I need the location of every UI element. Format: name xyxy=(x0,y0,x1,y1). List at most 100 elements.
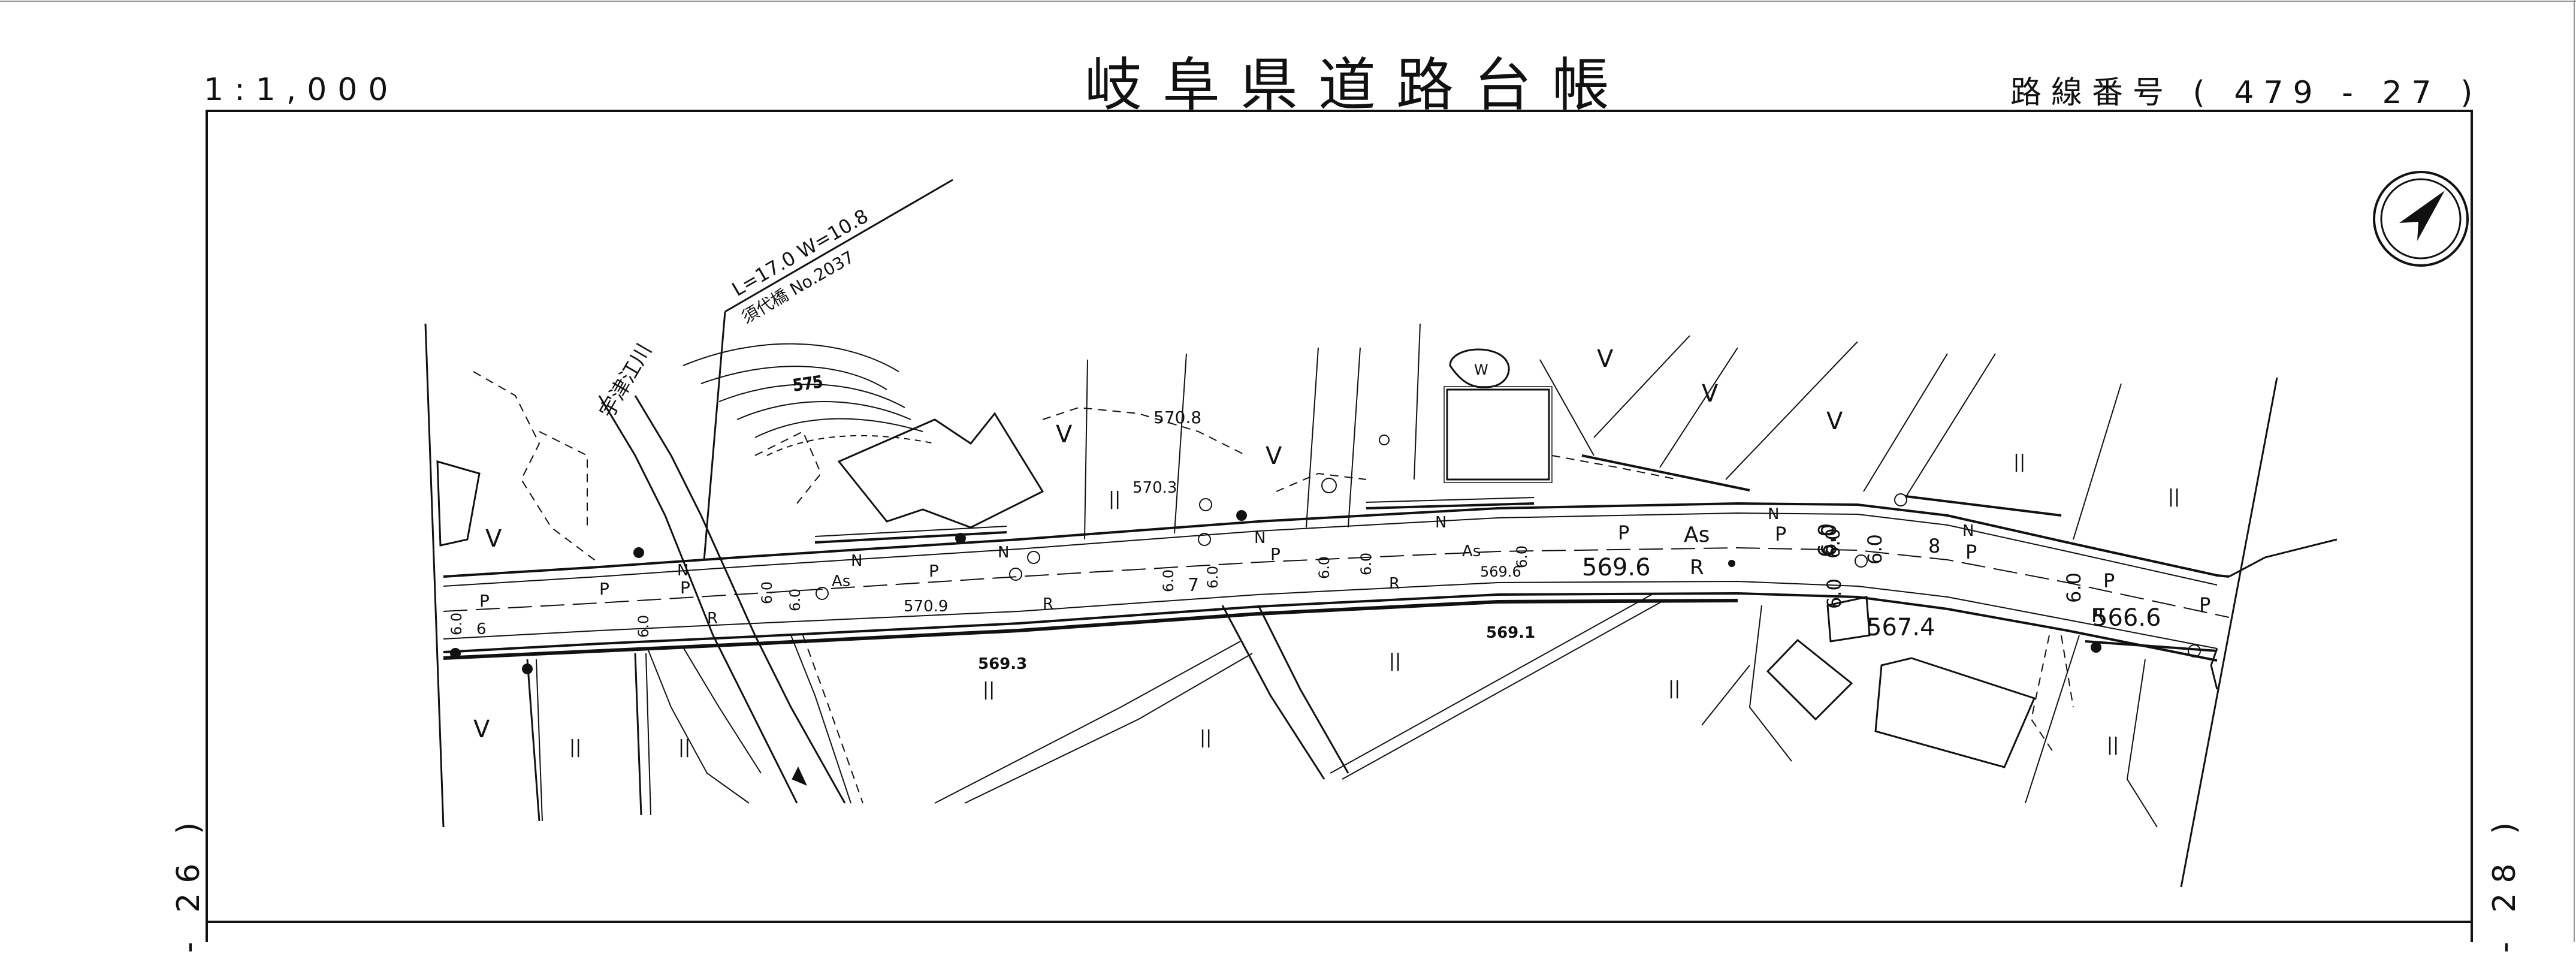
utility-pole-6 xyxy=(2091,642,2101,653)
parking-label-7: P xyxy=(1775,523,1786,545)
contour-3 xyxy=(718,384,905,408)
road-centre-line xyxy=(443,547,2230,618)
parking-label-9: P xyxy=(2103,569,2115,592)
slope-3 xyxy=(1725,341,1858,480)
road-width-8: 8 xyxy=(1928,535,1940,557)
north-side-label-5: N xyxy=(1435,514,1446,532)
south-diagonal-4 xyxy=(1342,599,1666,780)
building-1 xyxy=(837,412,1044,529)
parking-label-8: P xyxy=(1965,541,1977,563)
parcel-boundary-2 xyxy=(539,431,588,527)
elevation-labels: 570.8 570.3 570.9 569.3 569.6 569.6 569.… xyxy=(904,408,2161,673)
contour-5 xyxy=(754,418,923,438)
north-arrow-icon xyxy=(2399,191,2445,241)
south-diagonal-3 xyxy=(1330,593,1654,774)
spot-elevation-570-3: 570.3 xyxy=(1133,479,1177,497)
parcel-boundary-6 xyxy=(1551,455,1678,480)
north-sidewalk-hatching xyxy=(814,454,2218,652)
width-dim-12: 6.0 xyxy=(1817,524,1841,556)
road-north-curb xyxy=(443,512,2218,587)
river-channel-east xyxy=(790,635,851,804)
slope-5 xyxy=(1905,353,1996,498)
west-lane-2 xyxy=(634,653,642,816)
west-stream-edge xyxy=(424,323,445,828)
pavement-label-1: As xyxy=(832,572,850,590)
map-scale: 1:1,000 xyxy=(204,72,399,108)
field-symbol-5: || xyxy=(1200,727,1212,748)
width-dim-6: 6.0 xyxy=(1204,566,1221,589)
building-2-outline xyxy=(1443,386,1553,483)
north-side-label-7: N xyxy=(1962,522,1974,540)
main-road xyxy=(443,502,2338,690)
field-symbol-10: || xyxy=(2107,734,2119,755)
road-label-4: R xyxy=(1690,556,1704,580)
width-dim-1: 6.0 xyxy=(448,613,465,635)
utility-pole-1 xyxy=(633,547,644,558)
compass xyxy=(2373,171,2469,267)
hatch-run-2b xyxy=(1366,497,1535,503)
parcel-boundary-4 xyxy=(1042,406,1247,456)
width-dim-9: 6.0 xyxy=(1514,545,1530,568)
north-lane-2 xyxy=(1174,353,1187,534)
building-2 xyxy=(1446,388,1550,481)
hatch-run-2 xyxy=(1366,502,1535,509)
river-flow-arrow-icon xyxy=(792,766,807,786)
route-sheet-number: 27 xyxy=(2382,75,2441,111)
utility-pole-3 xyxy=(450,648,461,659)
land-use-symbols: || || || || || || || || || || V V V V V … xyxy=(473,345,2180,758)
building-4 xyxy=(1766,638,1853,721)
river-revetment-1 xyxy=(647,647,750,804)
north-side-label-4: N xyxy=(1254,529,1266,547)
field-symbol-4: || xyxy=(983,679,995,700)
road-south-curb xyxy=(443,580,2218,649)
parcel-boundary-1 xyxy=(473,371,600,564)
south-lane-1 xyxy=(1221,605,1325,780)
route-label-text: 路線番号 xyxy=(2010,75,2174,111)
slope-2 xyxy=(1659,347,1738,468)
bridge-leader-line xyxy=(703,311,726,561)
route-close-paren: ) xyxy=(2460,75,2483,111)
hatch-run-1b xyxy=(814,526,1007,537)
road-surface-labels: As As As P P P P P P P P P P N N N N N N… xyxy=(476,505,2210,638)
parking-label-10: P xyxy=(2199,593,2210,616)
width-dim-10: 6.0 xyxy=(1823,578,1846,609)
field-symbol-8: || xyxy=(2013,451,2025,472)
buildings xyxy=(436,386,2036,768)
road-label-5: R xyxy=(2091,604,2104,627)
north-side-label-3: N xyxy=(998,544,1009,562)
utility-pole-4 xyxy=(955,533,966,544)
forest-symbol-6: V xyxy=(1702,380,1719,408)
east-lane-2 xyxy=(2126,659,2158,828)
east-lane-3 xyxy=(1748,605,1792,762)
width-dim-2: 6.0 xyxy=(635,615,652,638)
hatch-run-4 xyxy=(1905,495,2062,517)
width-dim-15: 6.0 xyxy=(1814,523,1839,557)
width-dim-11: 6.0 xyxy=(1822,528,1844,559)
road-east-branch-south xyxy=(2210,648,2218,690)
spot-elevation-569-6-small: 569.6 xyxy=(1480,563,1521,580)
utility-pole-5 xyxy=(1236,510,1247,521)
marker-5 xyxy=(1321,478,1337,493)
marker-8 xyxy=(1894,493,1907,506)
width-dim-5: 6.0 xyxy=(1160,569,1177,592)
spot-elevation-569-1: 569.1 xyxy=(1486,624,1535,642)
field-symbol-9: || xyxy=(2168,486,2180,507)
parking-label-5: P xyxy=(1270,544,1281,564)
utility-pole-7 xyxy=(1728,560,1735,567)
spot-elevation-570-8: 570.8 xyxy=(1153,408,1201,427)
parking-label-2: P xyxy=(599,579,609,599)
contour-2 xyxy=(700,366,887,390)
marker-3 xyxy=(1198,533,1211,546)
pond-symbol: W xyxy=(1474,361,1488,378)
utility-pole-2 xyxy=(522,664,533,674)
page-title: 岐阜県道路台帳 xyxy=(1085,52,1630,119)
marker-1 xyxy=(1027,551,1040,564)
compass-inner-ring xyxy=(2380,178,2462,260)
river-name: 宇津江川 xyxy=(595,340,657,423)
slope-8 xyxy=(1701,665,1750,726)
spot-elevation-570-9: 570.9 xyxy=(904,598,948,616)
road-south-edge xyxy=(443,592,2218,662)
pavement-label-2: As xyxy=(1462,542,1481,560)
road-label-2: R xyxy=(1043,595,1053,613)
field-symbol-7: || xyxy=(1668,678,1680,699)
